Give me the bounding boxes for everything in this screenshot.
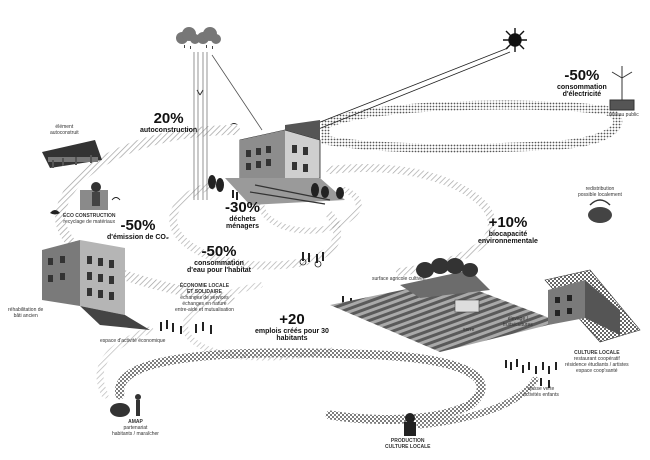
label-serre: serre <box>463 327 474 333</box>
label-line: espace coop'santé <box>576 368 618 374</box>
label-title: PRODUCTION <box>390 438 425 444</box>
label-surface-agricole: surface agricole cultivée <box>372 276 426 282</box>
stat-value: 20% <box>153 110 184 127</box>
trees-group <box>208 175 344 199</box>
label-line: autoconstruit <box>50 130 79 136</box>
label-line: restaurant coopératif <box>573 356 620 362</box>
flow-loop-middle <box>169 181 342 270</box>
label-line: résidence étudiants / artistes <box>565 362 629 368</box>
label-line: activités enfants <box>523 392 559 398</box>
label-line: espace d'activité économique <box>100 338 166 344</box>
stat-label-2: environnementale <box>478 238 538 246</box>
label-line: recyclage de matériaux <box>63 219 116 225</box>
stat-electricite: -50% consommation d'électricité <box>557 68 607 98</box>
label-title: CULTURE LOCALE <box>574 350 620 356</box>
label-title: AMAP <box>128 419 143 425</box>
stat-label: autoconstruction <box>140 126 198 134</box>
label-elevage: élevage / fruits/cultures <box>503 316 533 328</box>
stat-label: emplois créés pour 30 <box>255 327 329 335</box>
stat-value: -50% <box>201 243 237 260</box>
eco-bird-icon <box>50 210 60 215</box>
stat-value: +20 <box>279 311 305 328</box>
autoconstruct-element <box>42 140 102 168</box>
label-line: réhabilitation de <box>8 307 44 313</box>
sun-rays <box>299 47 511 135</box>
stat-label: consommation <box>194 259 244 267</box>
label-line: habitants / maraîcher <box>112 431 159 437</box>
label-reseau-public: réseau public <box>609 112 639 118</box>
label-eco-construction: ECO CONSTRUCTION recyclage de matériaux <box>63 213 116 225</box>
culture-building <box>544 269 641 343</box>
label-element-autoconstruit: élément autoconstruit <box>50 124 79 136</box>
label-rehabilitation: réhabilitation de bâti ancien <box>8 307 43 319</box>
stat-eau: -50% consommation d'eau pour l'habitat <box>187 244 251 274</box>
label-espace-activite: espace d'activité économique <box>100 338 165 344</box>
label-amap: AMAP partenariat habitants / maraîcher <box>112 419 159 437</box>
label-line: fruits/cultures <box>503 322 533 328</box>
old-buildings <box>42 240 150 330</box>
label-classe-verte: classe verte activités enfants <box>523 386 559 398</box>
label-line: partenariat <box>123 425 148 431</box>
redistribution-icon <box>588 199 612 223</box>
flow-loop-lower <box>115 348 486 424</box>
label-redistribution: redistribution possible localement <box>578 186 622 198</box>
stat-biocapacite: +10% biocapacité environnementale <box>478 215 538 245</box>
stat-label: consommation <box>557 83 607 91</box>
label-line: serre <box>463 327 475 333</box>
label-line: surface agricole cultivée <box>372 276 426 282</box>
stat-emission: -50% d'émission de CO₂ <box>107 218 169 241</box>
wind-turbine-icon <box>609 66 635 111</box>
amap-figures <box>110 394 141 417</box>
stat-emplois: +20 emplois créés pour 30 habitants <box>255 312 329 342</box>
stat-label: biocapacité <box>488 230 528 238</box>
label-economie-locale: ÉCONOMIE LOCALE ET SOLIDAIRE échanges de… <box>175 283 234 313</box>
stat-dechets: -30% déchets ménagers <box>225 200 260 230</box>
flow-loop-inner <box>258 187 362 234</box>
flow-loop-bottom-right <box>416 376 539 429</box>
rain-cloud-icon <box>176 27 221 49</box>
label-line: réseau public <box>609 112 639 118</box>
label-title: ECO CONSTRUCTION <box>63 213 116 219</box>
label-production: PRODUCTION CULTURE LOCALE <box>385 438 430 450</box>
label-line: bâti ancien <box>13 313 38 319</box>
rain-gutter-line <box>211 54 263 131</box>
bird-icon <box>230 123 238 125</box>
label-title: CULTURE LOCALE <box>385 444 431 450</box>
label-line: élément <box>55 124 74 130</box>
flow-loop-right <box>326 164 496 276</box>
stat-label: d'émission de CO₂ <box>107 233 169 241</box>
label-line: redistribution <box>585 186 615 192</box>
stat-label-2: ménagers <box>225 223 260 231</box>
label-title: ÉCONOMIE LOCALE <box>179 283 230 289</box>
rain-columns <box>193 52 208 200</box>
stat-value: -50% <box>120 217 156 234</box>
stat-label-2: habitants <box>276 335 308 343</box>
bird-icon-2 <box>111 197 121 201</box>
stat-value: -50% <box>564 67 600 84</box>
electricity-loop <box>320 100 623 153</box>
flow-loop-left-down <box>96 326 154 399</box>
stat-label-2: d'eau pour l'habitat <box>187 267 251 275</box>
stat-value: +10% <box>488 214 528 231</box>
production-figure <box>404 413 416 436</box>
label-line: entre-aide et mutualisation <box>175 307 234 313</box>
central-building <box>225 120 345 205</box>
stat-label: déchets <box>229 215 256 223</box>
flow-loop-outer <box>54 125 240 305</box>
stat-value: -30% <box>225 199 261 216</box>
label-line: échanges de services <box>180 295 229 301</box>
stat-label-2: d'électricité <box>562 91 602 99</box>
label-line: échanges en nature <box>182 301 227 307</box>
sun-icon <box>503 28 527 52</box>
agricultural-field <box>330 258 560 352</box>
label-line: possible localement <box>578 192 622 198</box>
label-title: ET SOLIDAIRE <box>186 289 222 295</box>
label-line: classe verte <box>527 386 555 392</box>
label-line: élevage / <box>507 316 529 322</box>
stat-autoconstruction: 20% autoconstruction <box>140 111 197 134</box>
eco-worker <box>80 182 108 210</box>
label-culture-locale: CULTURE LOCALE restaurant coopératif rés… <box>565 350 629 374</box>
